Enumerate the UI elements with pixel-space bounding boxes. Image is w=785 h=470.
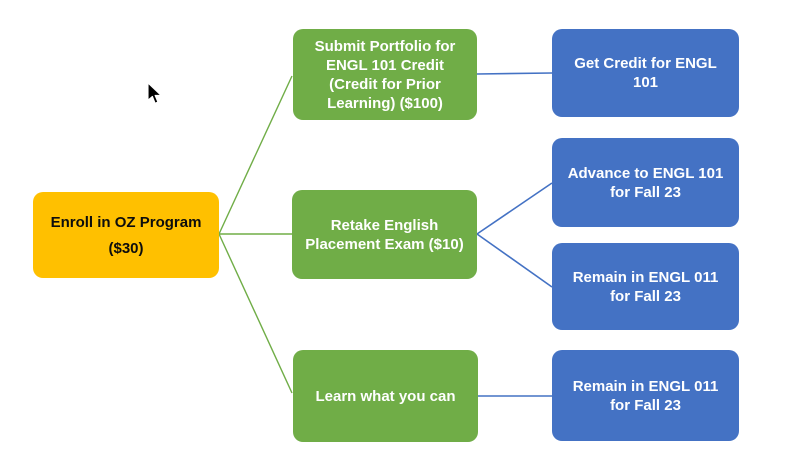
node-label-line: ENGL 101 Credit bbox=[325, 56, 445, 74]
edge-portfolio-to-get-credit bbox=[476, 72, 553, 75]
node-label-line: 101 bbox=[632, 74, 659, 91]
node-label-line: Learning) ($100) bbox=[327, 94, 443, 112]
node-label-line: ($30) bbox=[108, 239, 144, 257]
node-label-line: for Fall 23 bbox=[610, 287, 681, 305]
node-label-line: (Credit for Prior bbox=[329, 75, 441, 93]
edge-enroll-to-learn bbox=[218, 233, 293, 394]
node-label-line: Learn what you can bbox=[315, 387, 456, 405]
node-label-line: Advance to ENGL 101 bbox=[567, 164, 724, 182]
node-label-line: for Fall 23 bbox=[610, 183, 681, 201]
node-label-line: Remain in ENGL 011 bbox=[572, 268, 719, 286]
node-label-line: Placement Exam ($10) bbox=[305, 235, 464, 253]
edge-enroll-to-portfolio bbox=[218, 75, 293, 235]
node-label-line: Remain in ENGL 011 bbox=[572, 377, 719, 395]
node-advance-engl-101[interactable]: Advance to ENGL 101 for Fall 23 bbox=[552, 138, 739, 227]
node-learn-what-you-can[interactable]: Learn what you can bbox=[293, 350, 478, 442]
node-remain-engl-011-lower[interactable]: Remain in ENGL 011 for Fall 23 bbox=[552, 350, 739, 441]
node-label-line: Enroll in OZ Program bbox=[50, 213, 202, 231]
node-remain-engl-011-upper[interactable]: Remain in ENGL 011 for Fall 23 bbox=[552, 243, 739, 330]
node-enroll-oz-program[interactable]: Enroll in OZ Program ($30) bbox=[33, 192, 219, 278]
node-label-line: Retake English bbox=[330, 216, 439, 234]
node-get-credit-engl-101[interactable]: Get Credit for ENGL 101 bbox=[552, 29, 739, 117]
node-label-line: Submit Portfolio for bbox=[314, 37, 456, 55]
node-submit-portfolio[interactable]: Submit Portfolio for ENGL 101 Credit (Cr… bbox=[293, 29, 477, 120]
edge-retake-exam-to-remain-1 bbox=[476, 233, 553, 288]
node-label-line: Get Credit for ENGL bbox=[574, 55, 717, 72]
edge-retake-exam-to-advance bbox=[476, 182, 553, 235]
node-label-line: for Fall 23 bbox=[610, 396, 681, 414]
mouse-cursor-icon bbox=[147, 82, 162, 104]
node-retake-placement-exam[interactable]: Retake English Placement Exam ($10) bbox=[292, 190, 477, 279]
